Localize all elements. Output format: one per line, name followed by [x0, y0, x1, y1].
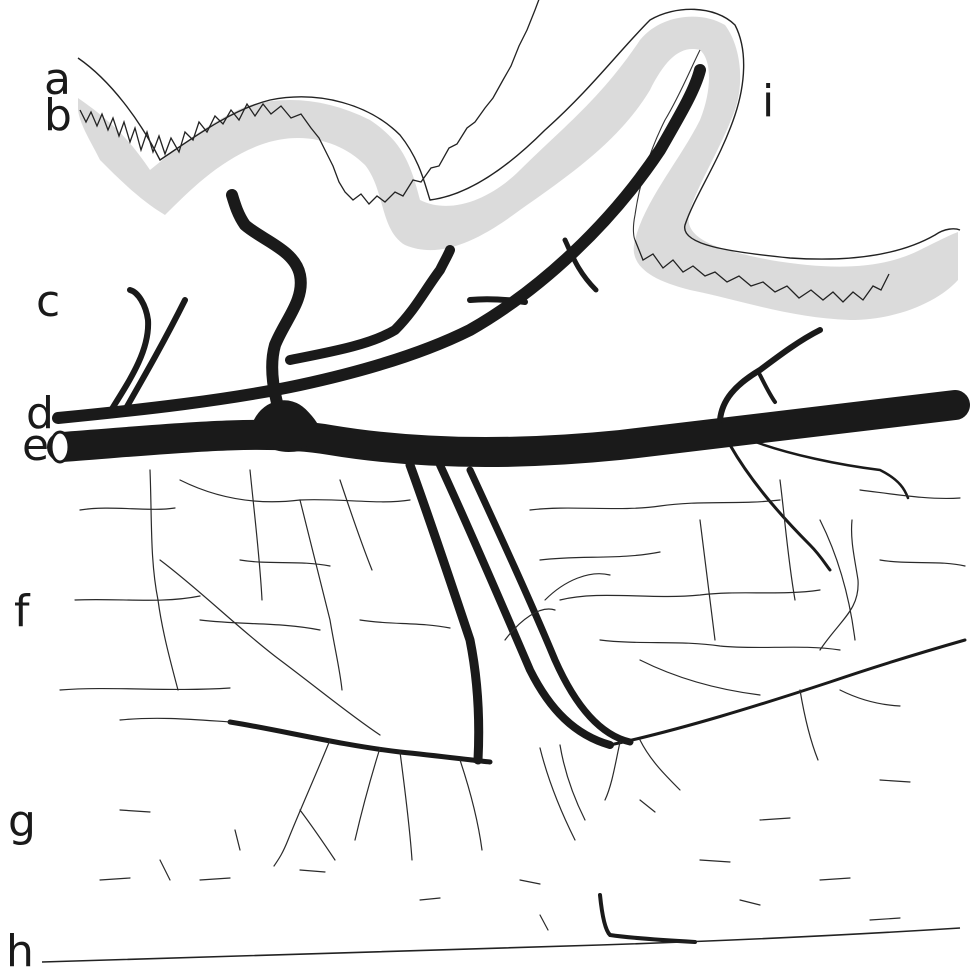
capillary-network [60, 470, 965, 930]
vessel-junction-blob [255, 401, 319, 451]
vessel-c-branch-1 [110, 290, 148, 412]
label-h: h [6, 930, 34, 974]
label-i: i [762, 80, 774, 124]
vessel-e-main [62, 405, 955, 452]
label-f: f [14, 590, 30, 634]
vessel-bottom-accent [600, 895, 695, 942]
vessel-descending-1 [410, 465, 479, 760]
vessel-right-ascending [720, 330, 820, 420]
serosa-line [42, 928, 960, 962]
vessel-right-twig [760, 375, 775, 402]
mucosa-fold [78, 0, 960, 320]
label-b: b [44, 94, 72, 138]
vessel-c-branch-2 [125, 300, 185, 410]
vessel-descending-2 [440, 465, 610, 745]
vessel-right-desc-2 [750, 440, 908, 498]
label-e: e [22, 424, 49, 468]
label-c: c [36, 280, 60, 324]
vessel-right-desc-1 [730, 445, 830, 570]
vessel-plexus-right [610, 640, 965, 745]
label-g: g [8, 800, 36, 844]
vessel-submucosal-plexus [230, 722, 490, 762]
mucosa-band [78, 17, 958, 320]
vessel-branch-mid-2 [470, 299, 525, 302]
